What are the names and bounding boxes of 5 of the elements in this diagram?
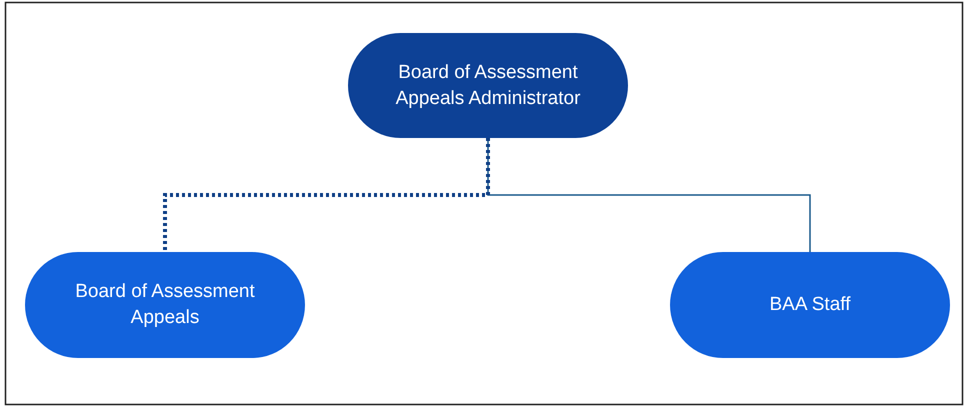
node-label: Board of Assessment Appeals [74, 280, 256, 330]
dotted-connector [163, 138, 490, 252]
node-label: BAA Staff [770, 293, 850, 317]
connector-line [487, 138, 811, 252]
node-label: Board of Assessment Appeals Administrator [394, 60, 582, 110]
